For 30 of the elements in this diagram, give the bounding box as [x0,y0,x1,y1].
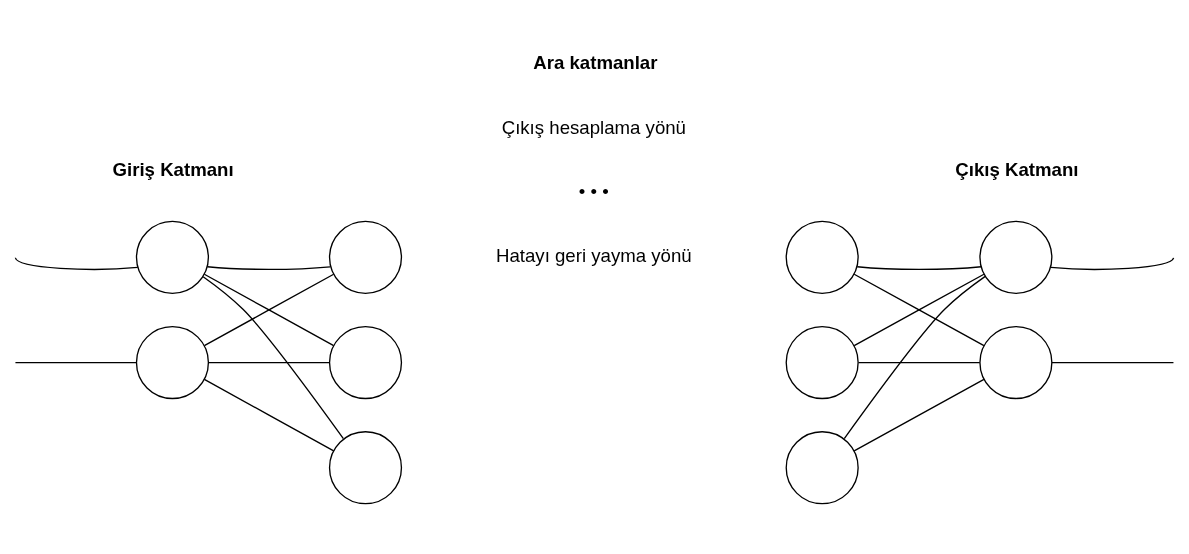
node-circle [785,431,859,505]
node-circle [328,220,403,294]
label: Çıkış Katmanı [955,158,1079,180]
node-circle [328,431,403,505]
connector [1051,361,1175,364]
connector [14,361,137,364]
label: • • • [578,181,609,203]
label: Çıkış hesaplama yönü [501,117,686,139]
connector [203,378,335,452]
node-circle [979,220,1053,294]
connector [1050,257,1175,270]
connector [203,273,335,347]
connector [857,361,981,364]
connector [206,266,331,270]
node-circle [135,325,210,400]
connector [853,273,985,347]
node-circle [979,325,1053,400]
label: Giriş Katmanı [112,158,234,180]
connector [14,257,139,270]
label: Hatayı geri yayma yönü [496,245,692,267]
connector [853,378,985,452]
label: Ara katmanlar [533,52,658,74]
connector [202,276,345,440]
node-circle [328,325,403,400]
node-circle [785,220,859,294]
connector [856,266,982,270]
connector [843,275,986,440]
node-circle [785,325,859,400]
connector [208,361,331,364]
node-circle [135,220,210,294]
